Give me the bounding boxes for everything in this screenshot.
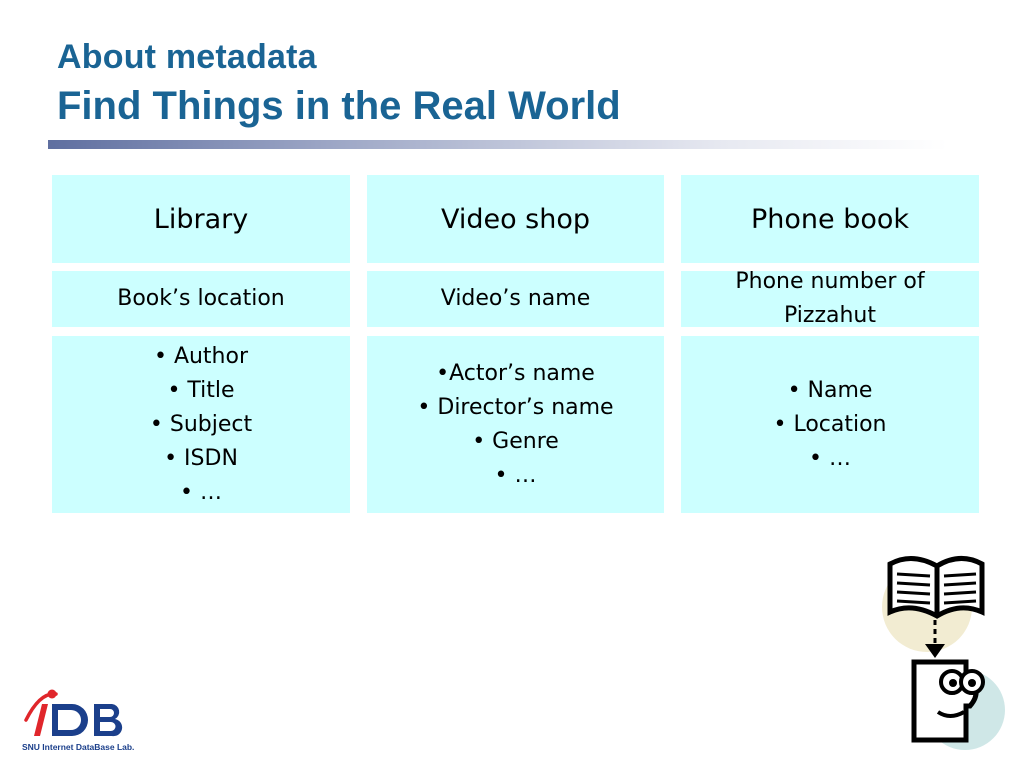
phone-book-header: Phone book	[681, 175, 979, 263]
list-item: •Actor’s name	[436, 360, 595, 386]
list-item: • Author	[153, 343, 249, 369]
list-item: • Location	[773, 411, 887, 437]
video-shop-attributes: •Actor’s name • Director’s name • Genre …	[367, 336, 664, 513]
list-item: • …	[809, 445, 851, 471]
library-attributes: • Author • Title • Subject • ISDN • …	[52, 336, 350, 513]
list-item: • Director’s name	[417, 394, 614, 420]
idb-logo	[24, 689, 123, 737]
list-item: • Name	[787, 377, 873, 403]
video-shop-header: Video shop	[367, 175, 664, 263]
list-item: • …	[180, 479, 222, 505]
list-item: • …	[494, 462, 537, 488]
list-item: • ISDN	[164, 445, 238, 471]
logo-caption: SNU Internet DataBase Lab.	[22, 742, 135, 752]
list-item: • Genre	[472, 428, 559, 454]
book-face-clipart-icon	[882, 556, 1005, 750]
slide-title-line2: Find Things in the Real World	[57, 84, 621, 128]
video-shop-target: Video’s name	[367, 271, 664, 327]
list-item: • Subject	[149, 411, 253, 437]
slide-title-line1: About metadata	[57, 38, 317, 76]
library-target: Book’s location	[52, 271, 350, 327]
phone-book-attributes: • Name • Location • …	[681, 336, 979, 513]
phone-book-target-line: Pizzahut	[784, 303, 876, 328]
phone-book-target-line: Phone number of	[735, 269, 925, 294]
list-item: • Title	[167, 377, 235, 403]
title-divider	[48, 140, 948, 149]
library-header: Library	[52, 175, 350, 263]
phone-book-target: Phone number of Pizzahut	[681, 269, 979, 328]
